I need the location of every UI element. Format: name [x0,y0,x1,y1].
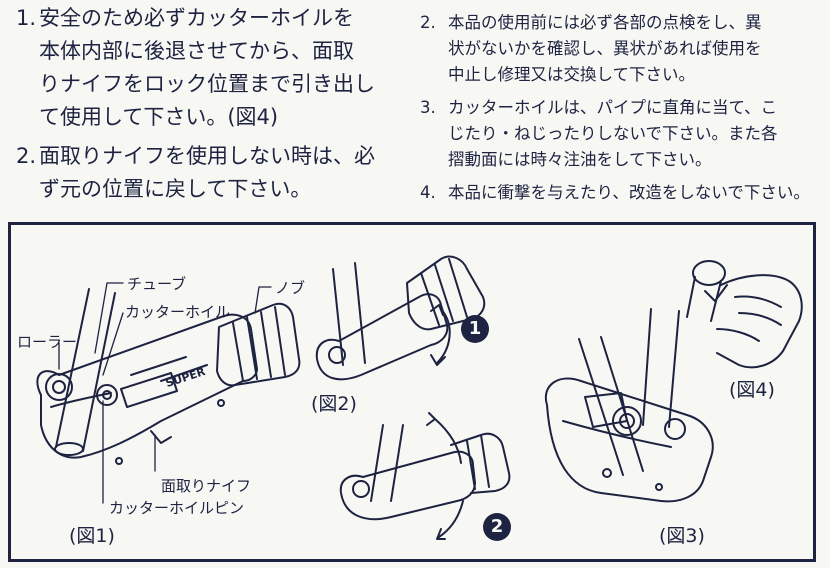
step-2-badge: 2 [483,513,511,541]
text-line: 本品に衝撃を与えたり、改造をしないで下さい。 [448,183,810,202]
fig2-top-drawing [315,255,486,381]
item-text: 面取りナイフを使用しない時は、必 ず元の位置に戻して下さい。 [16,140,396,206]
item-text: 本品の使用前には必ず各部の点検をし、異 状がないかを確認し、異状があれば使用を … [420,10,825,88]
fig4-drawing [686,260,803,369]
fig1-cutter-drawing [36,288,301,465]
text-line: ず元の位置に戻して下さい。 [39,177,312,201]
label-cutter-wheel: カッターホイル [125,303,231,321]
text-line: 摺動面には時々注油をして下さい。 [448,150,712,169]
fig1-caption: (図1) [69,525,115,547]
item-number: 2. [420,13,436,32]
text-line: 状がないかを確認し、異状があれば使用を [448,39,762,58]
label-tube: チューブ [127,275,187,293]
item-number: 2. [16,144,37,168]
text-line: て使用して下さい。(図4) [39,105,279,129]
instruction-item-2: 2. 本品の使用前には必ず各部の点検をし、異 状がないかを確認し、異状があれば使… [420,10,825,88]
instructions-left: 1. 安全のため必ずカッターホイルを 本体内部に後退させてから、面取 りナイフを… [16,0,396,206]
fig4-caption: (図4) [729,379,775,401]
item-text: 安全のため必ずカッターホイルを 本体内部に後退させてから、面取 りナイフをロック… [16,2,396,134]
figure-illustrations [36,255,803,540]
instruction-item-2: 2. 面取りナイフを使用しない時は、必 ず元の位置に戻して下さい。 [16,140,396,206]
item-text: カッターホイルは、パイプに直角に当て、こ じたり・ねじったりしないで下さい。また… [420,95,825,173]
fig1-callout-lines [58,282,272,504]
text-line: カッターホイルは、パイプに直角に当て、こ [448,98,778,117]
step-1-badge: 1 [461,315,489,343]
fig2-bottom-drawing [339,412,511,540]
text-line: 本品の使用前には必ず各部の点検をし、異 [448,13,762,32]
figure-panel: チューブ ノブ カッターホイル ローラー 面取りナイフ カッターホイルピン SU… [8,222,816,562]
item-number: 1. [16,6,37,30]
label-roller: ローラー [17,333,78,351]
instructions-right: 2. 本品の使用前には必ず各部の点検をし、異 状がないかを確認し、異状があれば使… [420,0,825,206]
instruction-item-3: 3. カッターホイルは、パイプに直角に当て、こ じたり・ねじったりしないで下さい… [420,95,825,173]
text-line: 中止し修理又は交換して下さい。 [448,65,696,84]
instruction-item-4: 4. 本品に衝撃を与えたり、改造をしないで下さい。 [420,180,825,206]
fig3-drawing [544,308,714,503]
item-text: 本品に衝撃を与えたり、改造をしないで下さい。 [420,180,825,206]
label-cutter-pin: カッターホイルピン [109,499,245,517]
text-line: 面取りナイフを使用しない時は、必 [39,144,375,168]
text-line: 本体内部に後退させてから、面取 [39,39,354,63]
item-number: 4. [420,183,436,202]
fig2-caption: (図2) [311,393,357,415]
text-line: じたり・ねじったりしないで下さい。また各 [448,124,778,143]
fig3-caption: (図3) [659,525,705,547]
label-chamfer-knife: 面取りナイフ [161,477,252,495]
text-line: 安全のため必ずカッターホイルを [39,6,354,30]
text-line: りナイフをロック位置まで引き出し [39,72,375,96]
instruction-item-1: 1. 安全のため必ずカッターホイルを 本体内部に後退させてから、面取 りナイフを… [16,2,396,134]
label-knob: ノブ [275,279,306,297]
item-number: 3. [420,98,436,117]
